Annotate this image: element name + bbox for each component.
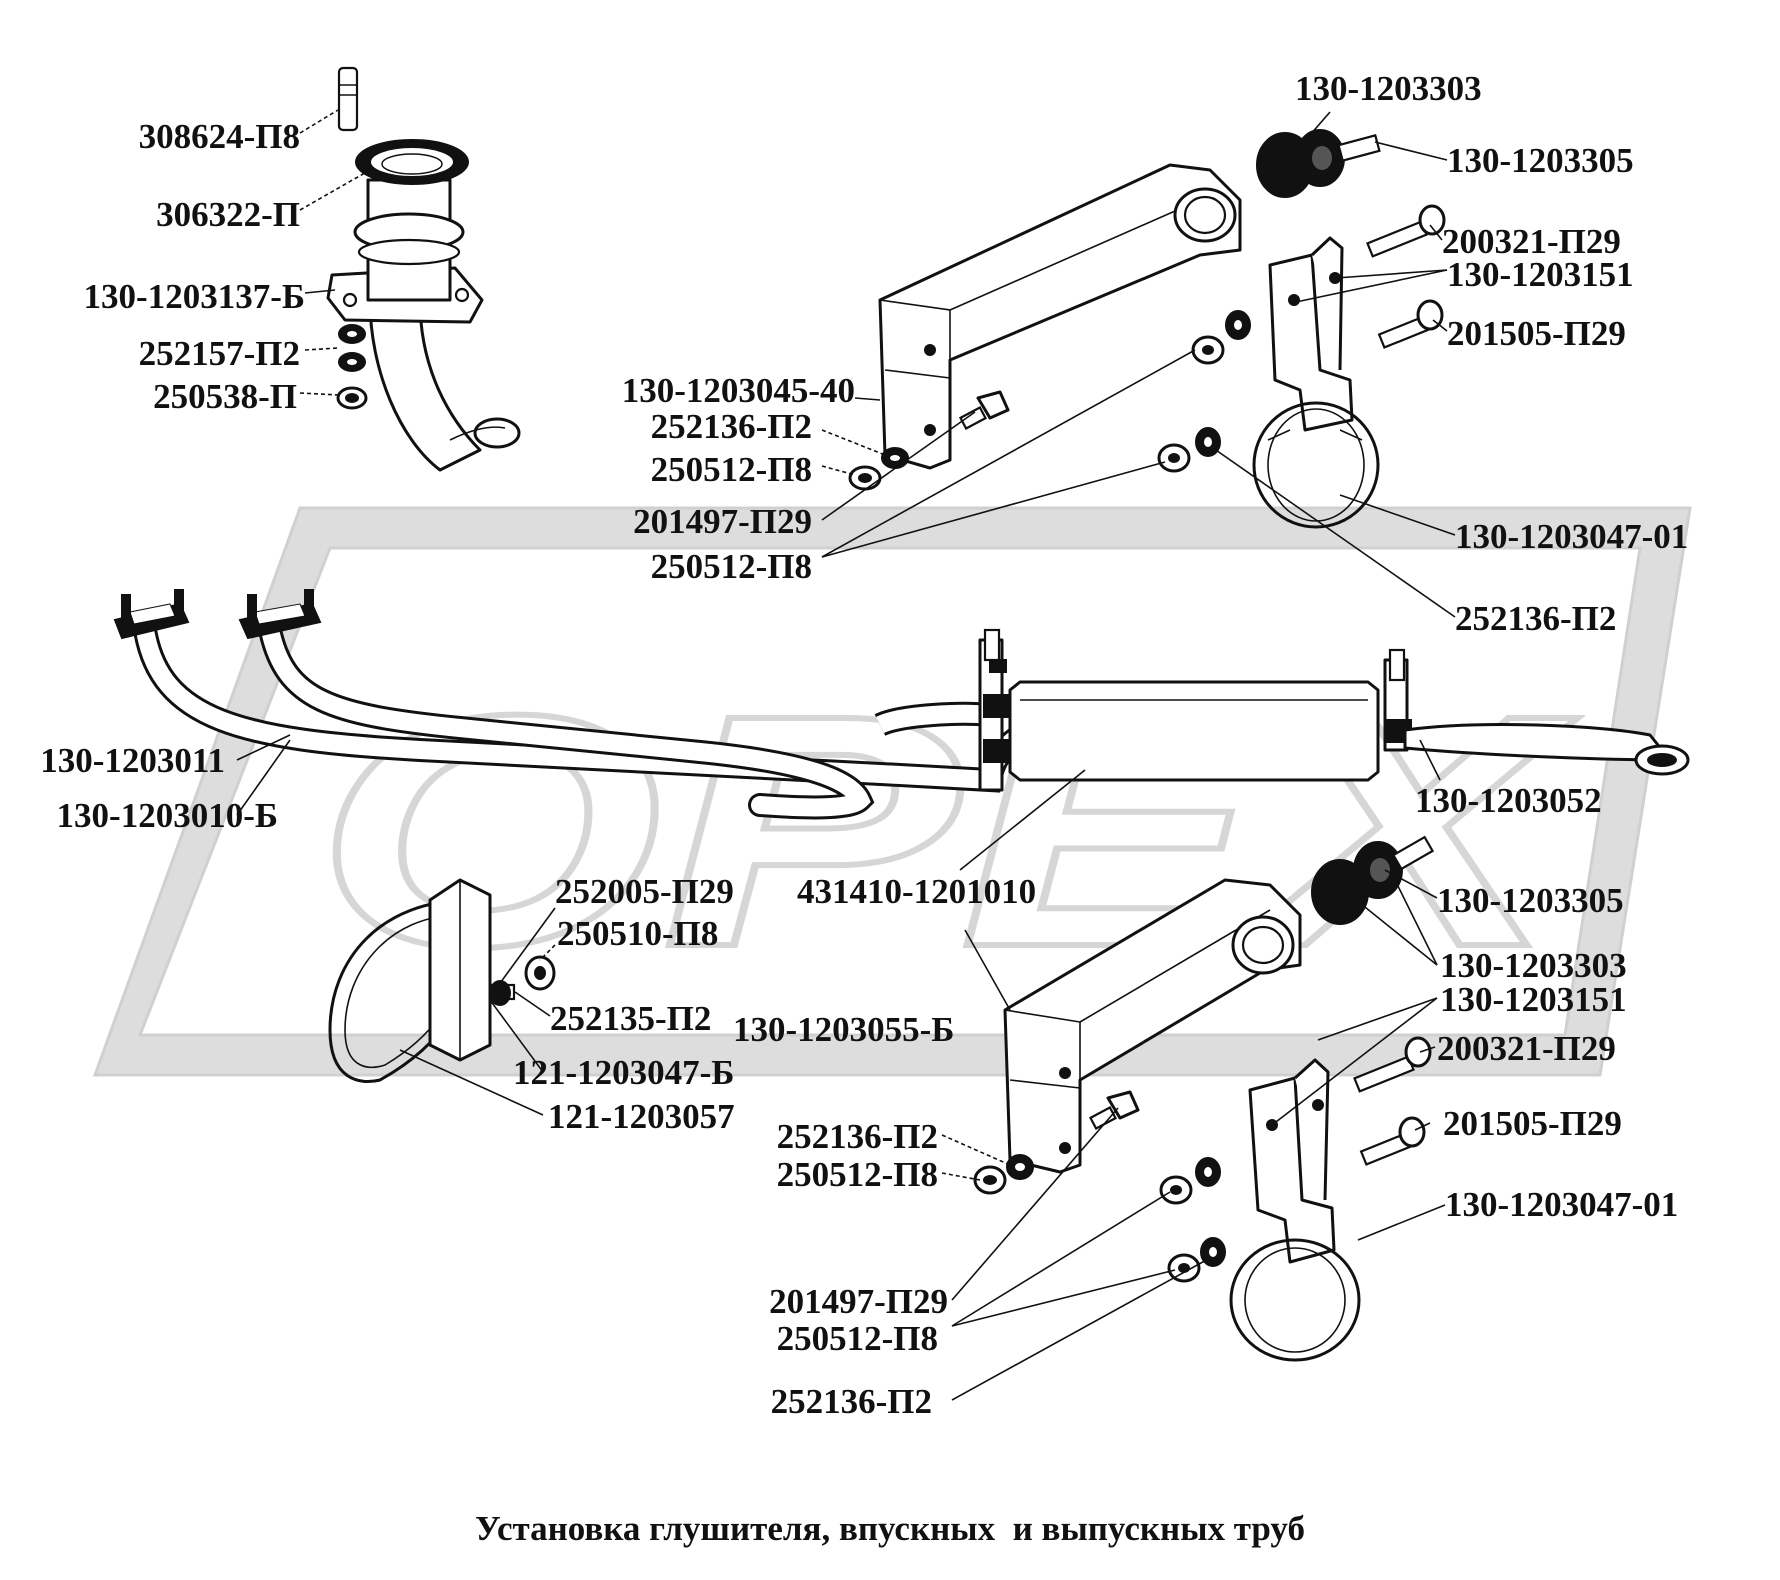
label-252136-p2-d: 252136-П2 [771, 1382, 932, 1421]
label-130-1203055-b: 130-1203055-Б [733, 1010, 954, 1049]
leader-lines [236, 109, 1456, 1401]
label-252135-p2: 252135-П2 [550, 999, 711, 1038]
bolt-201505-top [1377, 299, 1444, 349]
label-130-1203047-01-top: 130-1203047-01 [1455, 517, 1688, 556]
label-130-1203052: 130-1203052 [1415, 781, 1602, 820]
label-306322-p: 306322-П [156, 195, 300, 234]
label-130-1203011: 130-1203011 [40, 741, 225, 780]
front-clamp-muffler [978, 628, 1011, 792]
label-201497-p29-bottom: 201497-П29 [769, 1282, 948, 1321]
stud-308624 [337, 66, 359, 132]
diagram-caption: Установка глушителя, впускных и выпускны… [475, 1509, 1305, 1548]
label-121-1203057: 121-1203057 [548, 1097, 735, 1136]
label-250512-p8-a: 250512-П8 [651, 450, 812, 489]
rubber-cushion-130-1203303-bottom [1311, 835, 1435, 925]
label-130-1203151-top: 130-1203151 [1447, 255, 1634, 294]
intake-pipe-assembly [326, 66, 521, 472]
bolt-200321-bottom [1353, 1036, 1432, 1093]
part-labels: 308624-П8 306322-П 130-1203137-Б 252157-… [40, 69, 1688, 1421]
label-121-1203047-b: 121-1203047-Б [513, 1053, 734, 1092]
label-250538-p: 250538-П [153, 377, 297, 416]
bracket-130-1203045 [878, 163, 1242, 470]
bolt-201497-top [958, 390, 1010, 430]
label-308624-p8: 308624-П8 [139, 117, 300, 156]
label-130-1203010-b: 130-1203010-Б [57, 796, 278, 835]
clamp-130-1203047-01-top [1252, 236, 1380, 529]
intake-elbow-pipe [368, 298, 482, 472]
label-252157-p2: 252157-П2 [139, 334, 300, 373]
label-200321-p29-bottom: 200321-П29 [1437, 1029, 1616, 1068]
label-250510-p8: 250510-П8 [557, 914, 718, 953]
label-252005-p29: 252005-П29 [555, 872, 734, 911]
label-130-1203305-bottom: 130-1203305 [1437, 881, 1624, 920]
label-250512-p8-b: 250512-П8 [651, 547, 812, 586]
label-252136-p2-c: 252136-П2 [777, 1117, 938, 1156]
label-201505-p29-top: 201505-П29 [1447, 314, 1626, 353]
label-201505-p29-bottom: 201505-П29 [1443, 1104, 1622, 1143]
manifold-flange-left [113, 589, 190, 640]
clamp-121-1203047-b [328, 878, 556, 1084]
label-250512-p8-d: 250512-П8 [777, 1319, 938, 1358]
bolt-201497-bottom [1088, 1090, 1140, 1130]
upper-bracket-assembly [848, 129, 1446, 529]
bolt-201505-bottom [1359, 1116, 1426, 1166]
exhaust-pipe-130-1203010-b [258, 618, 992, 820]
label-130-1203303-bottom: 130-1203303 [1440, 946, 1627, 985]
label-130-1203045-40: 130-1203045-40 [622, 371, 855, 410]
label-252136-p2-a: 252136-П2 [651, 407, 812, 446]
tailpipe-130-1203052 [1403, 723, 1690, 776]
label-130-1203137-b: 130-1203137-Б [84, 277, 305, 316]
rubber-cushion-130-1203303-top [1256, 129, 1381, 198]
muffler-431410-1201010 [1008, 680, 1380, 782]
label-130-1203151-bottom: 130-1203151 [1440, 980, 1627, 1019]
label-431410-1201010: 431410-1201010 [797, 872, 1036, 911]
bolt-252005 [488, 980, 516, 1006]
lower-bracket-assembly [973, 835, 1435, 1362]
bolt-200321-top [1366, 204, 1446, 258]
label-250512-p8-c: 250512-П8 [777, 1155, 938, 1194]
label-252136-p2-b: 252136-П2 [1455, 599, 1616, 638]
label-130-1203303-top: 130-1203303 [1295, 69, 1482, 108]
label-200321-p29-top: 200321-П29 [1442, 222, 1621, 261]
label-201497-p29-top: 201497-П29 [633, 502, 812, 541]
label-130-1203305-top: 130-1203305 [1447, 141, 1634, 180]
clamp-130-1203047-01-bottom [1229, 1058, 1361, 1362]
label-130-1203047-01-bottom: 130-1203047-01 [1445, 1185, 1678, 1224]
manifold-flange-right [238, 589, 322, 640]
